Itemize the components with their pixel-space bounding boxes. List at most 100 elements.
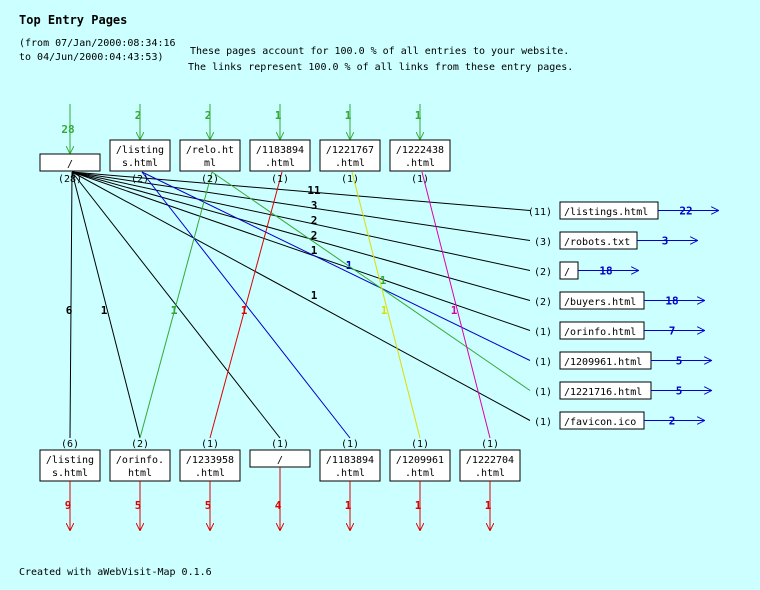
link-count-1: 3 bbox=[311, 199, 318, 212]
link-line-9 bbox=[141, 171, 531, 361]
right-out-count-5: 5 bbox=[676, 355, 683, 368]
exit-label-1-line2: html bbox=[128, 468, 152, 479]
nodes-layer: 28/(28)2/listings.html(2)2/relo.html(2)1… bbox=[39, 104, 718, 530]
right-label-0: /listings.html bbox=[564, 207, 648, 218]
link-line-7 bbox=[71, 171, 141, 439]
date-range-end: to 04/Jun/2000:04:43:53) bbox=[19, 52, 164, 63]
link-line-15 bbox=[421, 171, 491, 439]
exit-label-6-line2: .html bbox=[475, 468, 505, 479]
link-line-5 bbox=[71, 171, 531, 421]
exit-box-6 bbox=[459, 449, 521, 482]
exit-out-count-6: 1 bbox=[485, 499, 492, 512]
link-count-11: 1 bbox=[380, 274, 387, 287]
exit-in-count-6: (1) bbox=[481, 439, 499, 450]
link-count-13: 1 bbox=[241, 304, 248, 317]
entry-page-1: 2/listings.html(2) bbox=[109, 104, 171, 185]
link-line-0 bbox=[71, 171, 531, 211]
exit-page-3: (1)/4 bbox=[249, 439, 311, 530]
link-count-0: 11 bbox=[307, 184, 321, 197]
entry-box-2 bbox=[179, 139, 241, 172]
exit-in-count-0: (6) bbox=[61, 439, 79, 450]
entry-page-4: 1/1221767.html(1) bbox=[319, 104, 381, 185]
link-line-12 bbox=[139, 171, 213, 439]
entry-count-0: 28 bbox=[61, 123, 74, 136]
right-label-5: /1209961.html bbox=[564, 357, 642, 368]
exit-page-6: (1) /1222704 .html 1 bbox=[459, 439, 521, 530]
entry-label-2-line1: /relo.ht bbox=[186, 145, 234, 156]
right-in-count-3: (2) bbox=[534, 297, 552, 308]
right-in-count-7: (1) bbox=[534, 417, 552, 428]
entry-label-3-line2: .html bbox=[265, 158, 295, 169]
link-line-13 bbox=[209, 171, 283, 439]
exit-label-3: / bbox=[277, 455, 283, 466]
summary-entries: These pages account for 100.0 % of all e… bbox=[190, 46, 569, 57]
exit-label-2-line2: .html bbox=[195, 468, 225, 479]
exit-out-count-1: 5 bbox=[135, 499, 142, 512]
entry-box-4 bbox=[319, 139, 381, 172]
entry-count-5: 1 bbox=[415, 109, 422, 122]
entry-label-5-line2: .html bbox=[405, 158, 435, 169]
right-out-count-6: 5 bbox=[676, 385, 683, 398]
entry-page-3: 1/1183894.html(1) bbox=[249, 104, 311, 185]
entry-label-0: / bbox=[67, 159, 73, 170]
entry-count-2: 2 bbox=[205, 109, 212, 122]
right-in-count-0: (11) bbox=[528, 207, 552, 218]
exit-label-6-line1: /1222704 bbox=[466, 455, 514, 466]
exit-box-2 bbox=[179, 449, 241, 482]
exit-in-count-4: (1) bbox=[341, 439, 359, 450]
link-line-6 bbox=[69, 171, 73, 439]
link-count-3: 2 bbox=[311, 229, 318, 242]
entry-box-5 bbox=[389, 139, 451, 172]
right-label-2: / bbox=[564, 267, 570, 278]
exit-out-count-2: 5 bbox=[205, 499, 212, 512]
exit-box-4 bbox=[319, 449, 381, 482]
link-line-3 bbox=[71, 171, 531, 301]
exit-in-count-1: (2) bbox=[131, 439, 149, 450]
exit-in-count-5: (1) bbox=[411, 439, 429, 450]
link-line-4 bbox=[71, 171, 531, 331]
exit-label-4-line2: .html bbox=[335, 468, 365, 479]
entry-label-3-line1: /1183894 bbox=[256, 145, 304, 156]
entry-count-3: 1 bbox=[275, 109, 282, 122]
entry-label-5-line1: /1222438 bbox=[396, 145, 444, 156]
link-count-15: 1 bbox=[451, 304, 458, 317]
entry-box-3 bbox=[249, 139, 311, 172]
right-page-7: (1) /favicon.ico 2 bbox=[534, 411, 704, 430]
entry-page-2: 2/relo.html(2) bbox=[179, 104, 241, 185]
link-line-1 bbox=[71, 171, 531, 241]
links-layer: 11322116111111111 bbox=[66, 171, 531, 439]
entry-out-count-1: (2) bbox=[131, 174, 149, 185]
right-label-7: /favicon.ico bbox=[564, 417, 636, 428]
entry-label-1-line1: /listing bbox=[116, 145, 164, 156]
link-count-9: 1 bbox=[346, 259, 353, 272]
date-range-start: (from 07/Jan/2000:08:34:16 bbox=[19, 38, 176, 49]
right-out-count-2: 18 bbox=[599, 265, 612, 278]
exit-out-count-5: 1 bbox=[415, 499, 422, 512]
link-count-4: 1 bbox=[311, 244, 318, 257]
link-line-11 bbox=[211, 171, 531, 391]
entry-page-0: 28/(28) bbox=[39, 104, 101, 185]
link-line-14 bbox=[351, 171, 421, 439]
page-title: Top Entry Pages bbox=[19, 13, 127, 27]
link-count-10: 1 bbox=[346, 259, 353, 272]
right-in-count-4: (1) bbox=[534, 327, 552, 338]
link-count-14: 1 bbox=[381, 304, 388, 317]
link-count-7: 1 bbox=[101, 304, 108, 317]
exit-label-2-line1: /1233958 bbox=[186, 455, 234, 466]
footer-credit: Created with aWebVisit-Map 0.1.6 bbox=[19, 567, 212, 578]
exit-label-5-line1: /1209961 bbox=[396, 455, 444, 466]
entry-label-4-line2: .html bbox=[335, 158, 365, 169]
entry-page-5: 1/1222438.html(1) bbox=[389, 104, 451, 185]
entry-box-0 bbox=[39, 153, 101, 172]
right-out-count-7: 2 bbox=[669, 415, 676, 428]
entry-label-4-line1: /1221767 bbox=[326, 145, 374, 156]
